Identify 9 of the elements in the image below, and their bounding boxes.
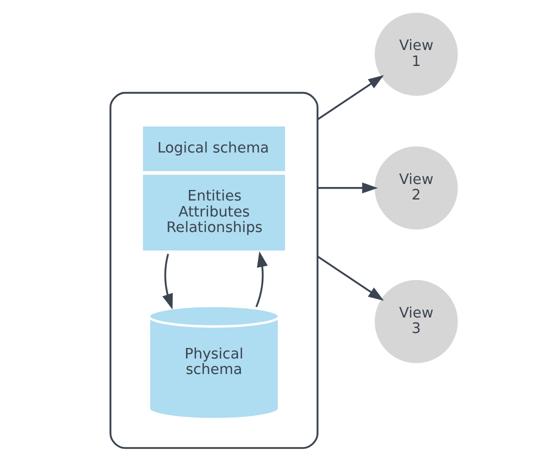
arrow (162, 254, 172, 310)
node-circle: View 3 (374, 280, 458, 364)
arrow (316, 256, 384, 301)
node-circle: View 1 (374, 12, 458, 96)
arrow (317, 182, 378, 194)
cluster (109, 92, 318, 449)
arrow (316, 75, 384, 120)
node-circle: View 2 (374, 146, 458, 230)
arrow (254, 251, 268, 308)
